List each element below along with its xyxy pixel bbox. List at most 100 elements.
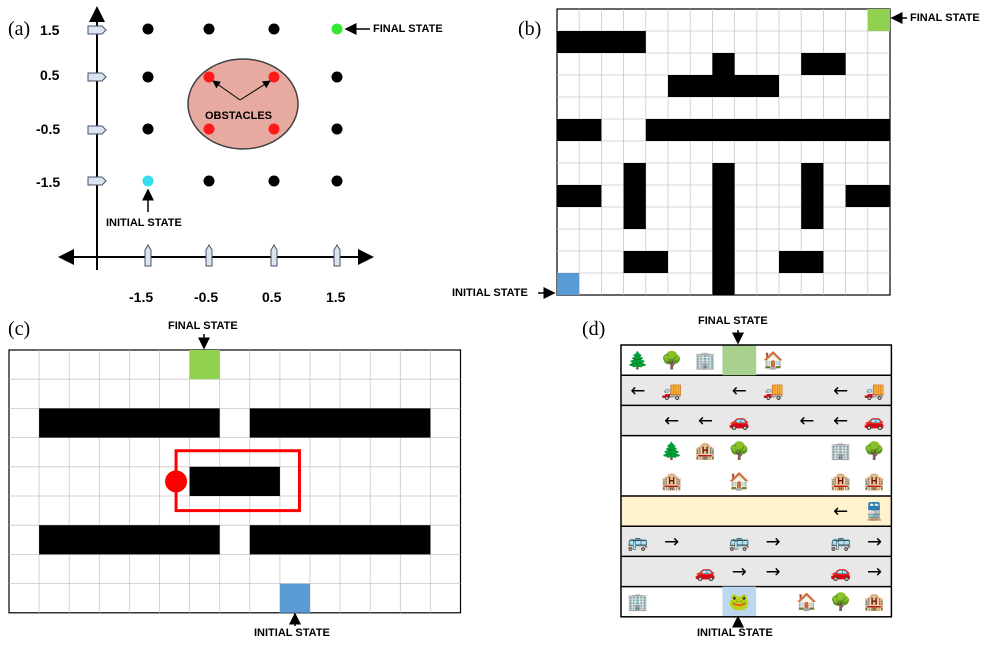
wall-block	[557, 119, 602, 141]
lane-row	[621, 526, 892, 557]
x-tick-label: 0.5	[262, 289, 282, 305]
bus-icon: 🚌	[627, 532, 648, 552]
wall-block	[645, 119, 890, 141]
house-icon: 🏠	[796, 593, 817, 613]
state-dot	[203, 23, 215, 35]
y-tick-label: -0.5	[36, 121, 61, 137]
state-dot	[331, 71, 343, 83]
left-arrow-icon: ←	[630, 380, 645, 401]
right-arrow-icon: →	[867, 562, 882, 583]
round-tree-icon: 🌳	[661, 350, 682, 371]
state-dot	[331, 123, 343, 135]
office-icon: 🏨	[864, 472, 885, 492]
office-icon: 🏨	[830, 472, 851, 492]
house-icon: 🏠	[729, 472, 750, 492]
y-tick-marker	[87, 25, 107, 35]
panel-b-grid	[538, 8, 907, 299]
initial-state-cell	[722, 586, 757, 617]
final-state-dot	[331, 23, 343, 35]
lane-row	[621, 405, 892, 436]
initial-state-cell	[279, 583, 310, 613]
panel-a-obstacles-label: OBSTACLES	[205, 110, 273, 122]
office-icon: 🏨	[661, 472, 682, 492]
lane-row	[621, 435, 892, 466]
right-arrow-icon: →	[664, 531, 679, 552]
left-arrow-icon: ←	[664, 411, 679, 432]
panel-c-grid	[8, 334, 462, 626]
obstacle-arrow	[212, 80, 241, 101]
panel-d-label: (d)	[582, 318, 606, 340]
y-tick-label: 1.5	[40, 22, 60, 38]
bus-icon: 🚌	[830, 532, 851, 552]
right-arrow-icon: →	[732, 562, 747, 583]
car-icon: 🚗	[864, 412, 885, 432]
obstacle-arrow	[239, 80, 271, 101]
tree-icon: 🌲	[627, 350, 648, 371]
building-icon: 🏢	[695, 351, 716, 371]
car-icon: 🚗	[729, 412, 750, 432]
wall-block	[801, 163, 824, 229]
right-arrow-icon: →	[867, 531, 882, 552]
panel-d-grid: 🌲🌳🏢🏠←🚚←🚚←🚚←←🚗←←🚗🌲🏨🌳🏢🌳🏨🏠🏨🏨←🚆🚌→🚌→🚌→🚗→→🚗→🏢🐸…	[620, 330, 893, 628]
tree-icon: 🌲	[661, 441, 682, 462]
right-arrow-icon: →	[766, 562, 781, 583]
round-tree-icon: 🌳	[830, 592, 851, 613]
panel-b-initial-state-label: INITIAL STATE	[452, 287, 528, 299]
panel-d-final-state-label: FINAL STATE	[698, 315, 768, 327]
y-tick-label: 0.5	[40, 67, 60, 83]
left-arrow-icon: ←	[833, 501, 848, 522]
wall-block	[668, 75, 779, 97]
car-icon: 🚗	[830, 563, 851, 583]
x-tick-marker	[270, 244, 278, 267]
left-arrow-icon: ←	[833, 380, 848, 401]
obstacle-dot	[203, 123, 215, 135]
wall-block	[623, 163, 646, 229]
wall-block	[189, 466, 280, 496]
x-tick-label: -1.5	[129, 289, 154, 305]
obstacle-dot	[203, 71, 215, 83]
panel-b-label: (b)	[518, 18, 542, 40]
y-tick-label: -1.5	[36, 174, 61, 190]
lane-row	[621, 556, 892, 587]
panel-b-final-state-label: FINAL STATE	[910, 12, 980, 24]
wall-block	[39, 408, 220, 438]
initial-state-dot	[142, 175, 154, 187]
wall-block	[249, 525, 431, 555]
y-tick-marker	[87, 72, 107, 82]
state-dot	[268, 175, 280, 187]
obstacle-region	[187, 58, 299, 150]
state-dot	[331, 175, 343, 187]
x-tick-marker	[333, 244, 341, 267]
train-icon: 🚆	[864, 501, 885, 522]
left-arrow-icon: ←	[833, 411, 848, 432]
agent-marker	[165, 470, 188, 493]
initial-state-cell	[557, 273, 580, 295]
panel-c-label: (c)	[8, 318, 31, 340]
round-tree-icon: 🌳	[729, 441, 750, 462]
panel-c-initial-state-label: INITIAL STATE	[254, 627, 330, 639]
panel-c-final-state-label: FINAL STATE	[168, 320, 238, 332]
wall-block	[801, 53, 846, 75]
state-dot	[142, 23, 154, 35]
state-dot	[203, 175, 215, 187]
truck-icon: 🚚	[661, 381, 682, 401]
final-state-cell	[867, 9, 890, 31]
house-icon: 🏠	[763, 351, 784, 371]
state-dot	[142, 71, 154, 83]
wall-block	[623, 251, 668, 273]
x-tick-label: -0.5	[194, 289, 219, 305]
obstacle-dot	[268, 123, 280, 135]
x-tick-marker	[144, 244, 152, 267]
right-arrow-icon: →	[766, 531, 781, 552]
bus-icon: 🚌	[729, 532, 750, 552]
office-icon: 🏨	[864, 593, 885, 613]
truck-icon: 🚚	[864, 381, 885, 401]
building-icon: 🏢	[627, 593, 648, 613]
left-arrow-icon: ←	[698, 411, 713, 432]
car-icon: 🚗	[695, 563, 716, 583]
y-tick-marker	[87, 125, 107, 135]
y-tick-marker	[87, 176, 107, 186]
obstacle-dot	[268, 71, 280, 83]
panel-a-graphics	[58, 6, 374, 270]
lane-row	[621, 465, 892, 496]
